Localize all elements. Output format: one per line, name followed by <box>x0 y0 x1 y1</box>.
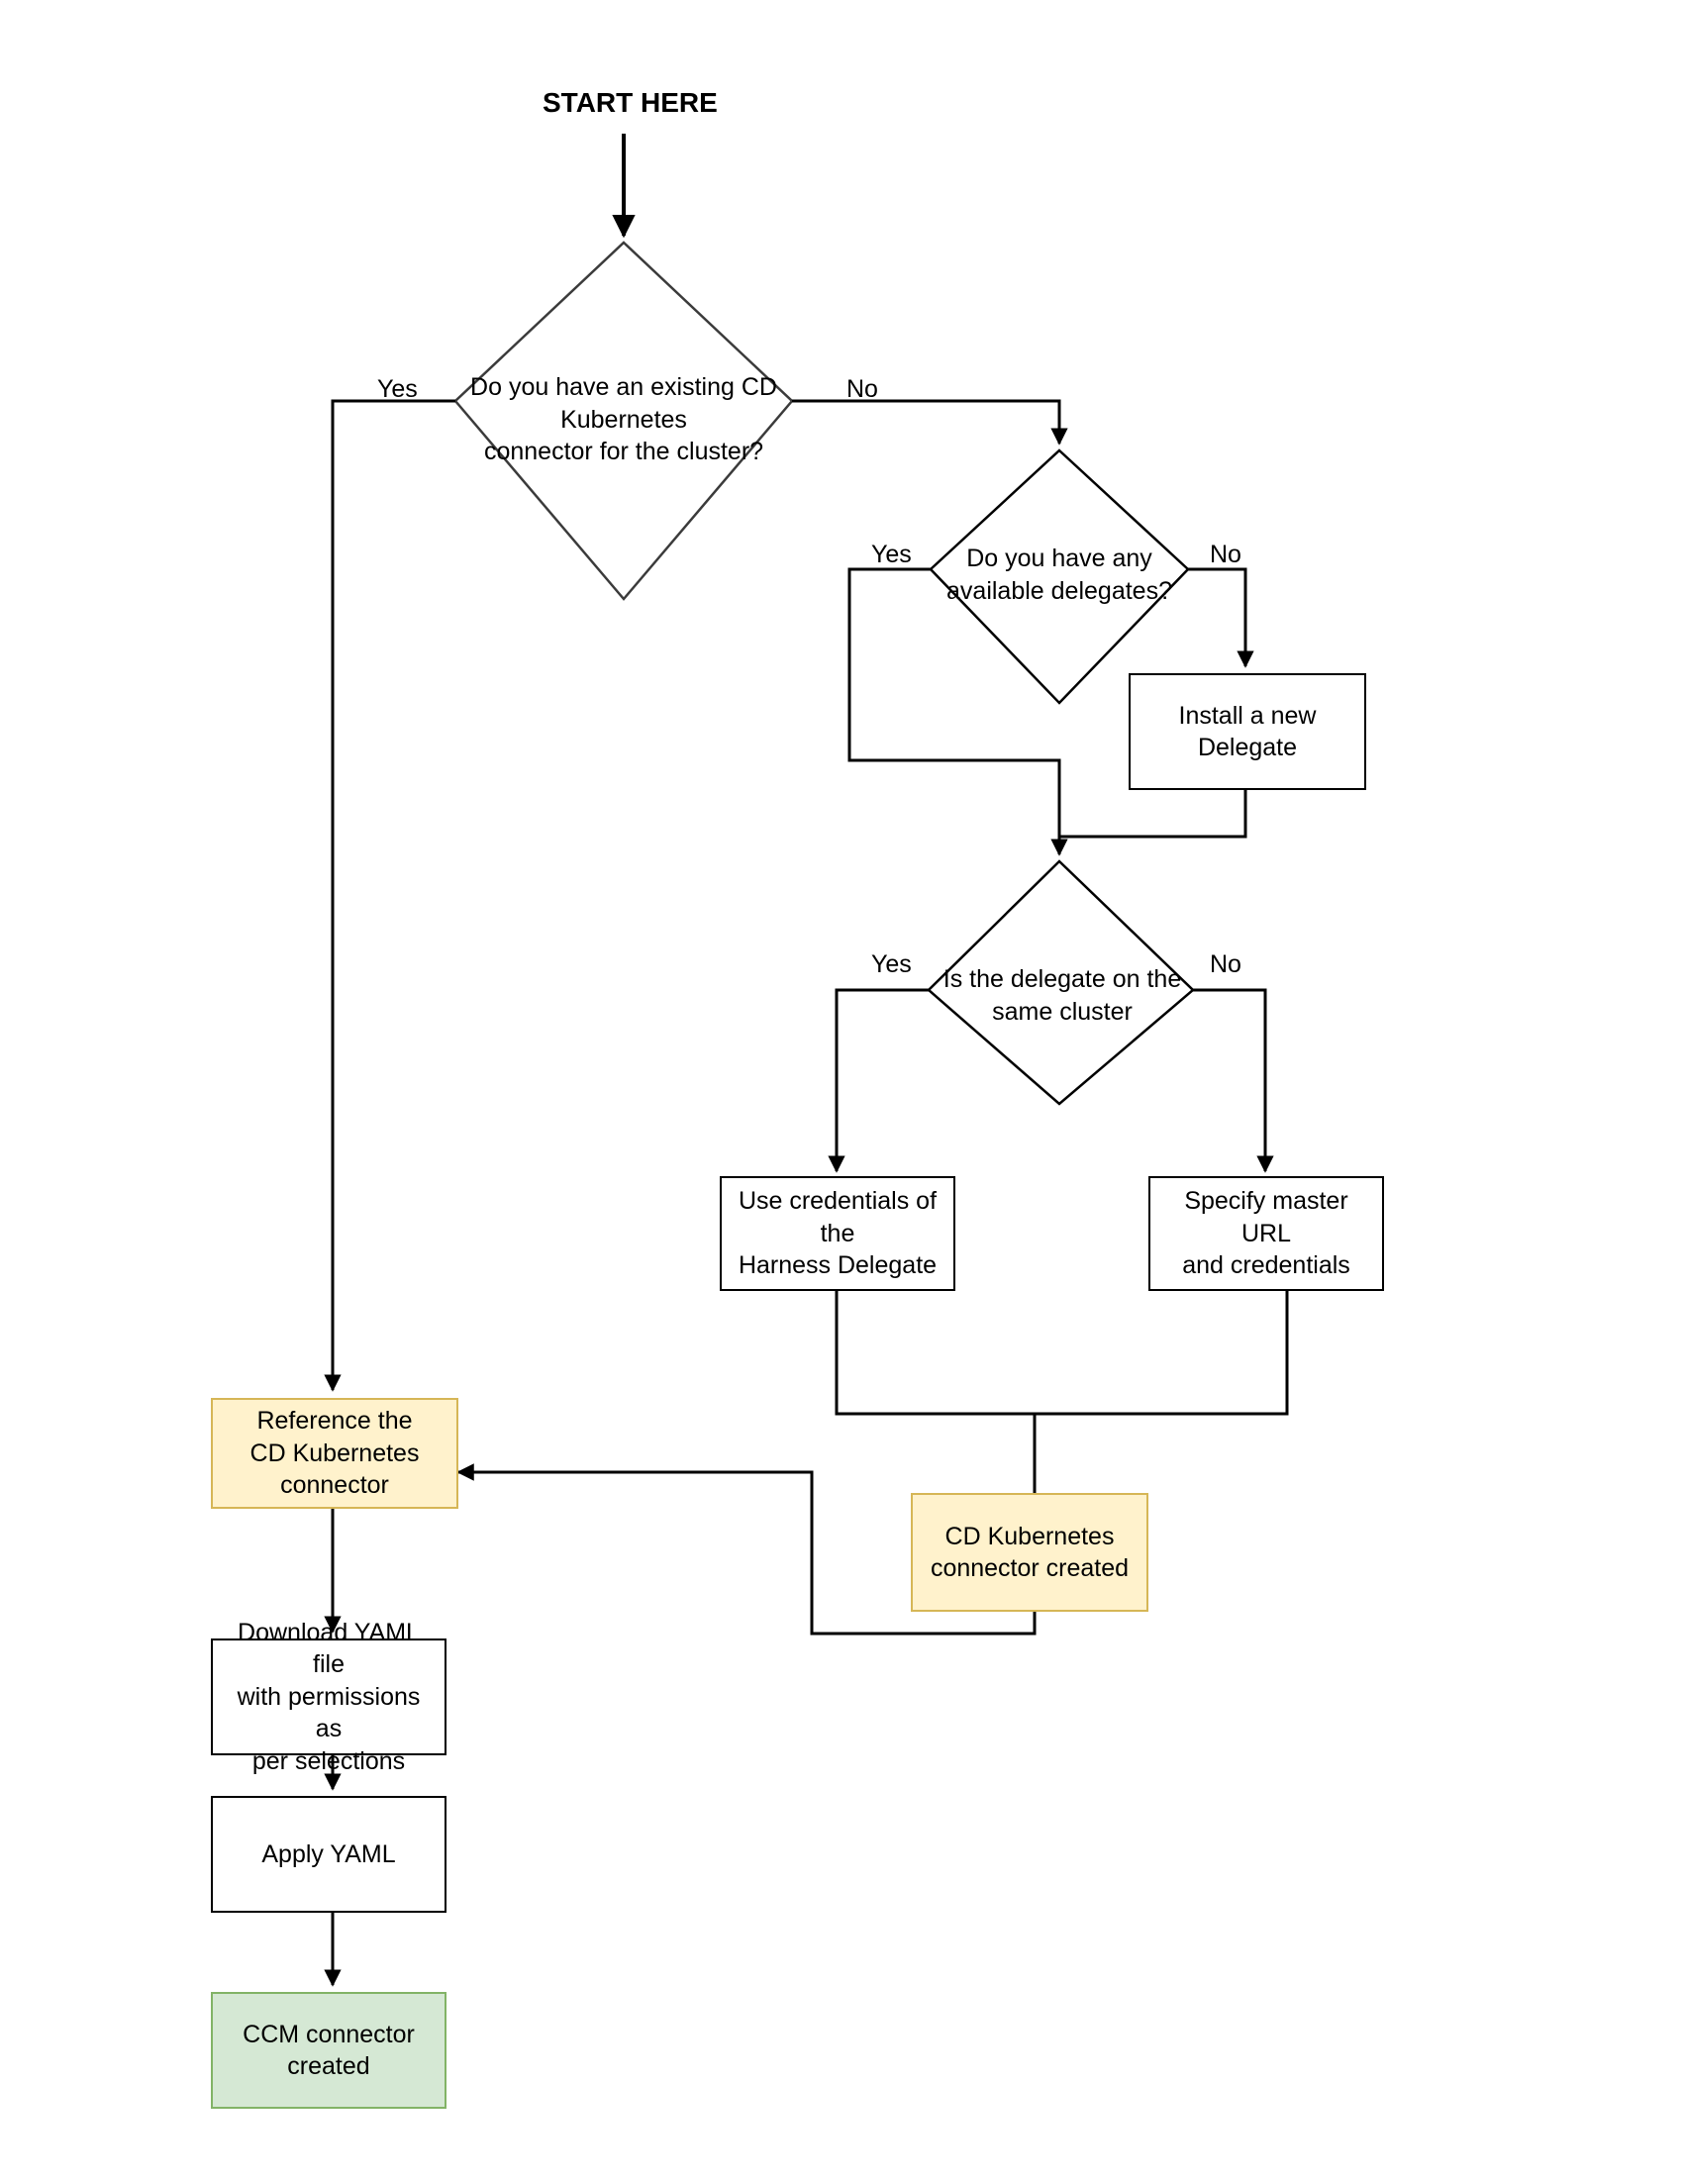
process-reference-cd-connector-line2: CD Kubernetes <box>249 1439 420 1467</box>
process-apply-yaml-line1: Apply YAML <box>261 1839 396 1868</box>
decision-label-d2-line2: available delegates? <box>946 576 1172 605</box>
process-download-yaml-line1: Download YAML file <box>238 1618 420 1679</box>
decision-shape-d3 <box>927 859 1195 1106</box>
decision-label-d2: Do you have any available delegates? <box>941 543 1178 607</box>
process-download-yaml-line3: per selections <box>251 1746 406 1775</box>
process-download-yaml-line2: with permissions as <box>237 1682 421 1743</box>
edge-label-d2-no: No <box>1210 541 1241 568</box>
process-install-delegate-line1: Install a new <box>1178 701 1317 730</box>
process-specify-master-url-line2: and credentials <box>1182 1251 1350 1280</box>
decision-label-d3-line1: Is the delegate on the <box>942 965 1182 993</box>
process-use-credentials-line1: Use credentials of the <box>738 1187 938 1247</box>
process-use-credentials[interactable]: Use credentials of the Harness Delegate <box>720 1176 955 1291</box>
decision-label-d1-line2: Kubernetes <box>560 405 687 434</box>
decision-label-d2-line1: Do you have any <box>966 545 1152 572</box>
process-specify-master-url-line1: Specify master URL <box>1184 1187 1348 1247</box>
edge-label-d1-no: No <box>846 375 878 403</box>
edge-d3-yes <box>828 988 929 1173</box>
page-title: START HERE <box>543 87 718 118</box>
process-cd-connector-created[interactable]: CD Kubernetes connector created <box>911 1493 1148 1612</box>
process-reference-cd-connector-line3: connector <box>280 1471 389 1500</box>
process-use-credentials-line2: Harness Delegate <box>738 1251 938 1280</box>
process-reference-cd-connector-line1: Reference the <box>256 1407 413 1436</box>
edge-label-d3-no: No <box>1210 950 1241 978</box>
edge-d2-yes <box>847 567 1068 856</box>
edge-label-d3-yes: Yes <box>871 950 912 978</box>
edge-label-d2-yes: Yes <box>871 541 912 568</box>
edge-label-d1-yes: Yes <box>377 375 418 403</box>
process-ccm-connector-created[interactable]: CCM connector created <box>211 1992 446 2109</box>
process-ccm-connector-created-line1: CCM connector <box>243 2020 415 2048</box>
process-download-yaml[interactable]: Download YAML file with permissions as p… <box>211 1619 446 1775</box>
decision-label-d3: Is the delegate on the same cluster <box>939 963 1186 1028</box>
decision-shape-d1 <box>453 241 794 601</box>
edge-d2-no <box>1188 567 1254 668</box>
decision-shape-d2 <box>929 448 1190 705</box>
process-ccm-connector-created-line2: created <box>287 2052 370 2080</box>
process-install-delegate[interactable]: Install a new Delegate <box>1129 673 1366 790</box>
decision-label-d1-line3: connector for the cluster? <box>483 438 764 465</box>
edge-d1-no <box>792 399 1068 446</box>
process-cd-connector-created-line1: CD Kubernetes <box>944 1522 1115 1550</box>
decision-label-d3-line2: same cluster <box>992 997 1133 1026</box>
edge-d1-yes <box>324 399 455 1392</box>
decision-label-d1: Do you have an existing CD Kubernetes co… <box>465 371 782 468</box>
edge-usecreds-merge <box>835 1290 1035 1416</box>
edge-install-to-merge <box>1059 789 1247 839</box>
process-cd-connector-created-line2: connector created <box>930 1554 1130 1582</box>
process-reference-cd-connector[interactable]: Reference the CD Kubernetes connector <box>211 1398 458 1509</box>
process-apply-yaml[interactable]: Apply YAML <box>211 1796 446 1913</box>
edge-masterurl-merge <box>1035 1290 1289 1416</box>
process-install-delegate-line2: Delegate <box>1197 734 1298 761</box>
decision-label-d1-line1: Do you have an existing CD <box>470 373 777 401</box>
edge-d3-no <box>1193 988 1274 1173</box>
process-specify-master-url[interactable]: Specify master URL and credentials <box>1148 1176 1384 1291</box>
